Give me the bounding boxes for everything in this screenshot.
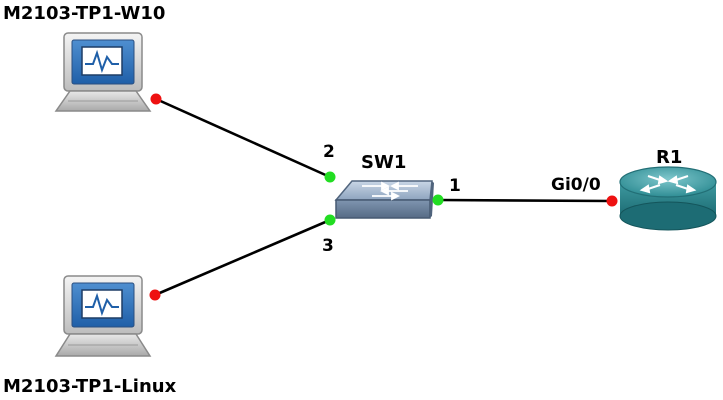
- pc-icon: [54, 275, 152, 357]
- port-label-sw1-2: 2: [323, 142, 335, 162]
- link-linux-sw1[interactable]: [154, 218, 331, 297]
- port-label-sw1-1: 1: [449, 176, 461, 196]
- switch-sw1-label: SW1: [361, 152, 406, 173]
- link-sw1-r1[interactable]: [437, 198, 613, 203]
- pc-linux-node[interactable]: M2103-TP1-Linux: [3, 275, 177, 397]
- pc-icon: [54, 32, 152, 112]
- router-icon: [619, 166, 717, 231]
- port-status-dot-sw1-port-1[interactable]: [432, 194, 444, 206]
- link-w10-sw1[interactable]: [155, 97, 331, 179]
- router-r1-node[interactable]: R1: [619, 147, 717, 231]
- switch-sw1-node[interactable]: SW1: [334, 152, 434, 219]
- port-label-sw1-3: 3: [322, 236, 334, 256]
- port-status-dot-sw1-port-2[interactable]: [324, 171, 336, 183]
- port-status-dot-pc-linux[interactable]: [149, 289, 161, 301]
- port-status-dot-r1-gi0-0[interactable]: [606, 195, 618, 207]
- pc-w10-label: M2103-TP1-W10: [3, 3, 165, 24]
- port-status-dot-pc-w10[interactable]: [150, 93, 162, 105]
- pc-w10-node[interactable]: M2103-TP1-W10: [3, 3, 165, 112]
- port-label-r1-gi0-0: Gi0/0: [551, 175, 601, 195]
- switch-icon: [334, 180, 434, 219]
- router-r1-label: R1: [656, 147, 682, 168]
- pc-linux-label: M2103-TP1-Linux: [3, 376, 177, 397]
- port-status-dot-sw1-port-3[interactable]: [324, 214, 336, 226]
